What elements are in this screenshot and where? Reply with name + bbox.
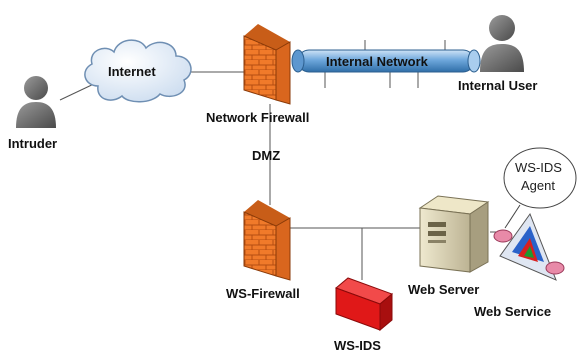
ws-firewall-label: WS-Firewall — [226, 286, 300, 301]
ws-ids-label: WS-IDS — [334, 338, 381, 353]
internal-user-label: Internal User — [458, 78, 537, 93]
network-firewall-label: Network Firewall — [206, 110, 309, 125]
ws-firewall-icon — [243, 200, 291, 281]
dmz-label: DMZ — [252, 148, 280, 163]
web-service-icon — [493, 212, 565, 281]
ws-ids-agent-callout — [503, 147, 577, 229]
ws-ids-agent-label-line2: Agent — [521, 178, 555, 193]
internet-cloud-icon — [84, 39, 192, 103]
web-service-label: Web Service — [474, 304, 551, 319]
ws-ids-device-icon — [335, 277, 393, 332]
internet-label: Internet — [108, 64, 156, 79]
internal-network-bus-icon — [291, 49, 481, 73]
connection-lines — [59, 40, 500, 280]
web-server-label: Web Server — [408, 282, 479, 297]
intruder-person-icon — [16, 76, 56, 128]
ws-ids-agent-label-line1: WS-IDS — [515, 160, 562, 175]
web-server-icon — [418, 195, 490, 273]
intruder-label: Intruder — [8, 136, 57, 151]
internal-network-label: Internal Network — [326, 54, 429, 69]
internal-user-person-icon — [480, 15, 524, 72]
network-firewall-icon — [243, 24, 291, 105]
